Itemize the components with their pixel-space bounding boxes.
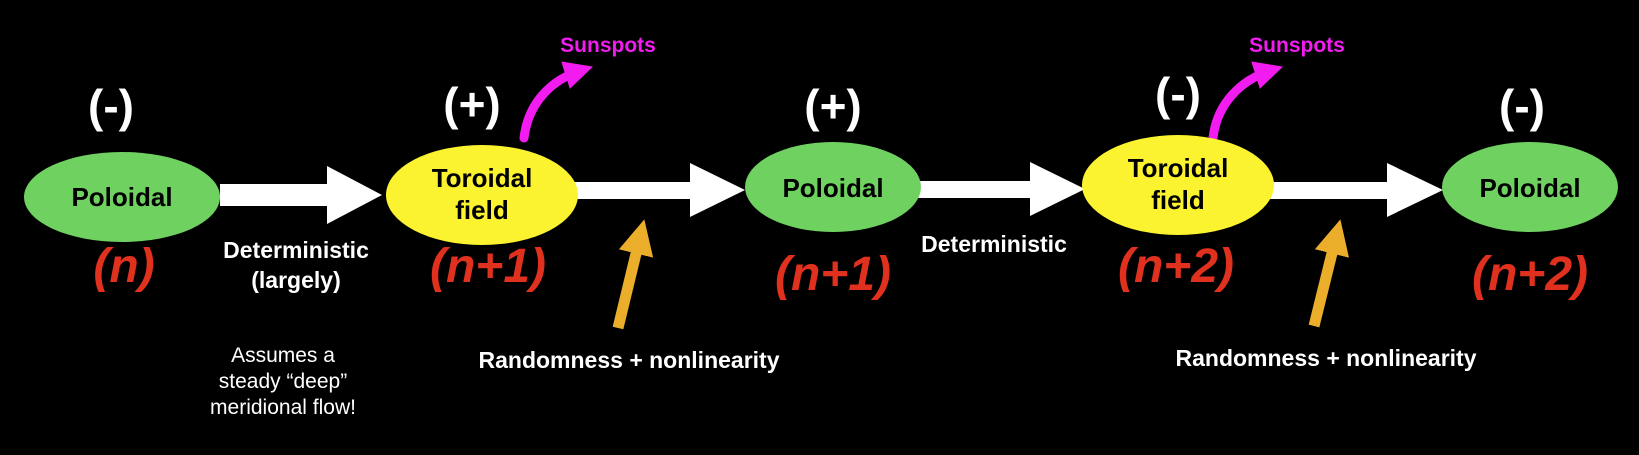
text-line: (largely) xyxy=(251,267,340,293)
text-line: meridional flow! xyxy=(210,396,356,419)
flow-arrow-3 xyxy=(912,162,1085,216)
text-line: Randomness + nonlinearity xyxy=(479,347,780,373)
randomness-arrows xyxy=(612,219,1350,330)
node-label: Poloidal xyxy=(782,173,883,203)
node-ellipse xyxy=(386,145,578,245)
text-line: Randomness + nonlinearity xyxy=(1176,345,1477,371)
transition-label: Deterministic (largely) xyxy=(223,237,369,293)
transition-label: Randomness + nonlinearity xyxy=(1176,345,1477,371)
text-line: field xyxy=(1151,185,1204,215)
cycle-index: (n+2) xyxy=(1472,248,1588,301)
polarity-label: (-) xyxy=(88,80,134,132)
random-arrow-1 xyxy=(612,219,654,330)
text-line: Sunspots xyxy=(1249,34,1345,57)
text-line: (+) xyxy=(804,80,862,132)
text-line: (n+1) xyxy=(775,248,891,301)
polarity-label: (+) xyxy=(443,78,501,130)
node-poloidal-1: Poloidal (-) (n) xyxy=(24,80,220,293)
transition-label: Deterministic xyxy=(921,231,1067,257)
text-line: Sunspots xyxy=(560,34,656,57)
text-line: Toroidal xyxy=(432,163,533,193)
meridional-flow-note: Assumes a steady “deep” meridional flow! xyxy=(210,344,356,419)
sunspot-arrow-2 xyxy=(1208,61,1283,143)
flow-arrow-4 xyxy=(1270,163,1443,217)
text-line: Poloidal xyxy=(1479,173,1580,203)
node-ellipse xyxy=(24,152,220,242)
text-line: Poloidal xyxy=(782,173,883,203)
text-line: Deterministic xyxy=(921,231,1067,257)
flow-arrow-1 xyxy=(220,166,382,224)
text-line: (+) xyxy=(443,78,501,130)
sunspots-label: Sunspots xyxy=(560,34,656,57)
text-line: (n+2) xyxy=(1472,248,1588,301)
sunspot-arrow-1 xyxy=(519,61,593,143)
node-label: Poloidal xyxy=(71,182,172,212)
sunspots-label: Sunspots xyxy=(1249,34,1345,57)
text-line: (-) xyxy=(88,80,134,132)
node-ellipse xyxy=(745,142,921,232)
text-line: (-) xyxy=(1499,80,1545,132)
polarity-label: (-) xyxy=(1499,80,1545,132)
polarity-label: (-) xyxy=(1155,68,1201,120)
flow-arrow-2 xyxy=(570,163,745,217)
text-line: Deterministic xyxy=(223,237,369,263)
polarity-label: (+) xyxy=(804,80,862,132)
cycle-index: (n+1) xyxy=(775,248,891,301)
text-line: steady “deep” xyxy=(219,370,347,393)
cycle-index: (n+1) xyxy=(430,240,546,293)
text-line: Toroidal xyxy=(1128,153,1229,183)
node-label: Poloidal xyxy=(1479,173,1580,203)
text-line: Assumes a xyxy=(231,344,335,367)
flow-arrows xyxy=(220,162,1443,224)
cycle-index: (n) xyxy=(93,240,154,293)
text-line: field xyxy=(455,195,508,225)
node-poloidal-2: Poloidal (+) (n+1) xyxy=(745,80,921,301)
node-ellipse xyxy=(1442,142,1618,232)
sunspot-arrows xyxy=(519,61,1283,143)
text-line: (n+1) xyxy=(430,240,546,293)
text-line: (-) xyxy=(1155,68,1201,120)
random-arrow-2 xyxy=(1308,219,1350,328)
text-line: (n) xyxy=(93,240,154,293)
node-ellipse xyxy=(1082,135,1274,235)
cycle-index: (n+2) xyxy=(1118,240,1234,293)
text-line: (n+2) xyxy=(1118,240,1234,293)
node-poloidal-3: Poloidal (-) (n+2) xyxy=(1442,80,1618,301)
transition-label: Randomness + nonlinearity xyxy=(479,347,780,373)
text-line: Poloidal xyxy=(71,182,172,212)
